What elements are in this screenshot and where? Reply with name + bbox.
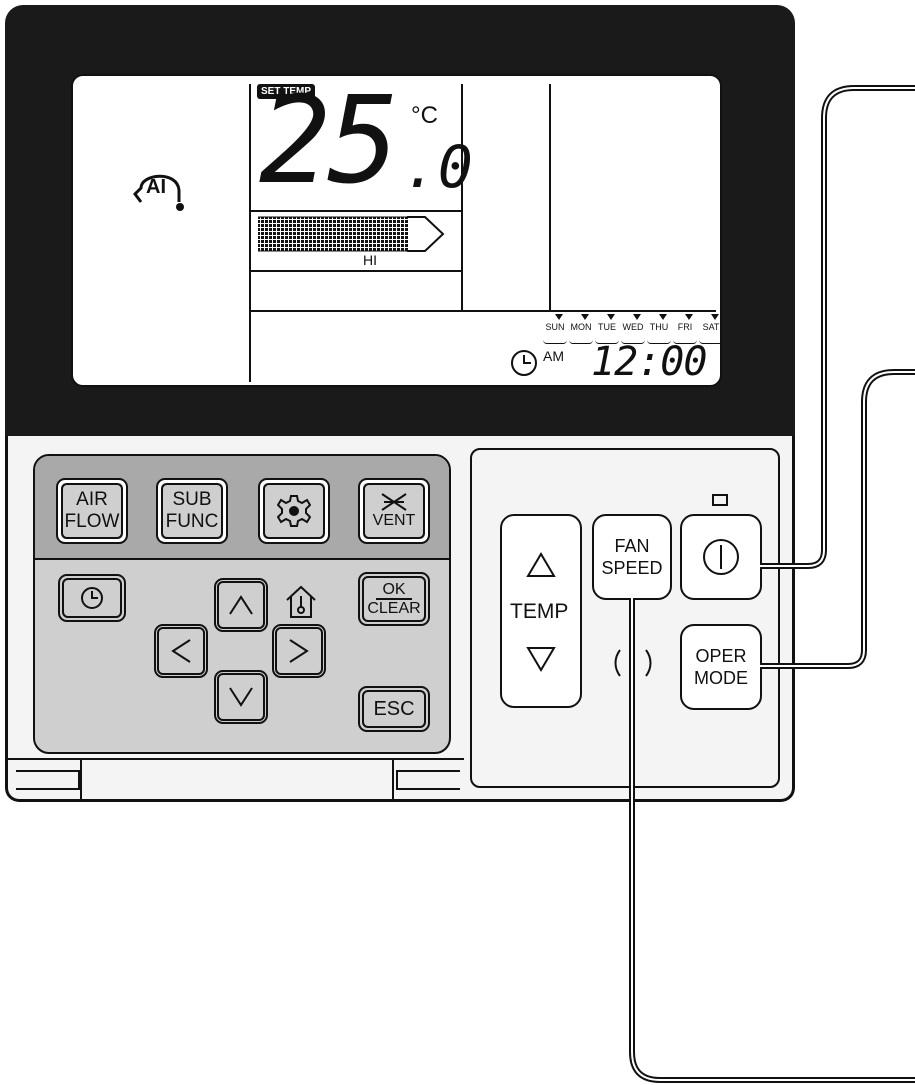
am-pm-label: AM: [543, 348, 564, 364]
sub-func-label-1: SUB: [172, 489, 212, 510]
clock-time: 12:00: [591, 339, 707, 385]
vent-label: VENT: [372, 512, 416, 529]
triangle-down-icon: [526, 646, 556, 672]
down-button[interactable]: [214, 670, 268, 724]
ai-mode-icon: AI: [131, 164, 187, 214]
fan-speed-button[interactable]: FAN SPEED: [592, 514, 672, 600]
cover-hinge: [8, 758, 464, 800]
gear-icon: [277, 494, 311, 528]
day-markers: [549, 314, 729, 322]
right-button[interactable]: [272, 624, 326, 678]
ai-label: AI: [146, 176, 166, 198]
esc-label: ESC: [373, 698, 415, 720]
lcd-divider-h: [251, 310, 716, 312]
left-button[interactable]: [154, 624, 208, 678]
temp-down-button[interactable]: [502, 628, 580, 706]
air-flow-button[interactable]: AIR FLOW: [56, 478, 128, 544]
clear-label: CLEAR: [367, 599, 421, 617]
day-sat: SAT: [699, 314, 723, 344]
chevron-right-icon: [288, 638, 310, 664]
up-button[interactable]: [214, 578, 268, 632]
fan-speed-label-1: FAN: [614, 536, 650, 556]
vent-button[interactable]: VENT: [358, 478, 430, 544]
day-wed: WED: [621, 314, 645, 344]
settings-button[interactable]: [258, 478, 330, 544]
day-thu: THU: [647, 314, 671, 344]
vent-icon: [380, 492, 408, 512]
power-button[interactable]: [680, 514, 762, 600]
temp-label: TEMP: [510, 600, 569, 623]
fan-speed-label-2: SPEED: [601, 558, 663, 578]
day-row: SUN MON TUE WED THU FRI SAT: [543, 314, 723, 344]
temp-up-button[interactable]: [502, 516, 580, 596]
fan-level-bar: [257, 216, 447, 252]
lcd-divider-2: [461, 84, 463, 310]
air-flow-label-1: AIR: [76, 489, 108, 510]
oper-mode-button[interactable]: OPER MODE: [680, 624, 762, 710]
temperature-unit: °C: [411, 102, 438, 129]
chevron-down-icon: [228, 686, 254, 708]
lcd-divider-h3: [251, 270, 461, 272]
sub-func-label-2: FUNC: [165, 511, 219, 532]
temperature-decimal: .0: [403, 133, 473, 201]
clock-icon: [509, 348, 539, 378]
temp-rocker: [500, 514, 582, 708]
indicator-led: [712, 494, 728, 506]
lcd-divider-3: [549, 84, 551, 310]
timer-clock-icon: [79, 585, 105, 611]
indoor-temp-icon: [284, 584, 318, 620]
day-fri: FRI: [673, 314, 697, 344]
oper-mode-label-1: OPER: [695, 646, 747, 666]
temperature-main: 25: [259, 72, 399, 211]
sensor-window: [610, 648, 656, 678]
esc-button[interactable]: ESC: [358, 686, 430, 732]
day-sun: SUN: [543, 314, 567, 344]
day-mon: MON: [569, 314, 593, 344]
triangle-up-icon: [526, 552, 556, 578]
air-flow-label-2: FLOW: [64, 511, 120, 532]
lcd-divider-1: [249, 84, 251, 382]
oper-mode-label-2: MODE: [694, 668, 748, 688]
day-tue: TUE: [595, 314, 619, 344]
lcd-display: AI SET TEMP 25 .0 °C HI SUN MON TUE WED …: [71, 72, 723, 387]
chevron-up-icon: [228, 594, 254, 616]
fan-level-label: HI: [363, 252, 377, 268]
ok-clear-button[interactable]: OK CLEAR: [358, 572, 430, 626]
ok-label: OK: [376, 581, 412, 600]
sub-func-button[interactable]: SUB FUNC: [156, 478, 228, 544]
lcd-divider-h2: [251, 210, 461, 212]
chevron-left-icon: [170, 638, 192, 664]
timer-button[interactable]: [58, 574, 126, 622]
power-icon: [701, 537, 741, 577]
set-temp-badge: SET TEMP: [257, 84, 316, 99]
